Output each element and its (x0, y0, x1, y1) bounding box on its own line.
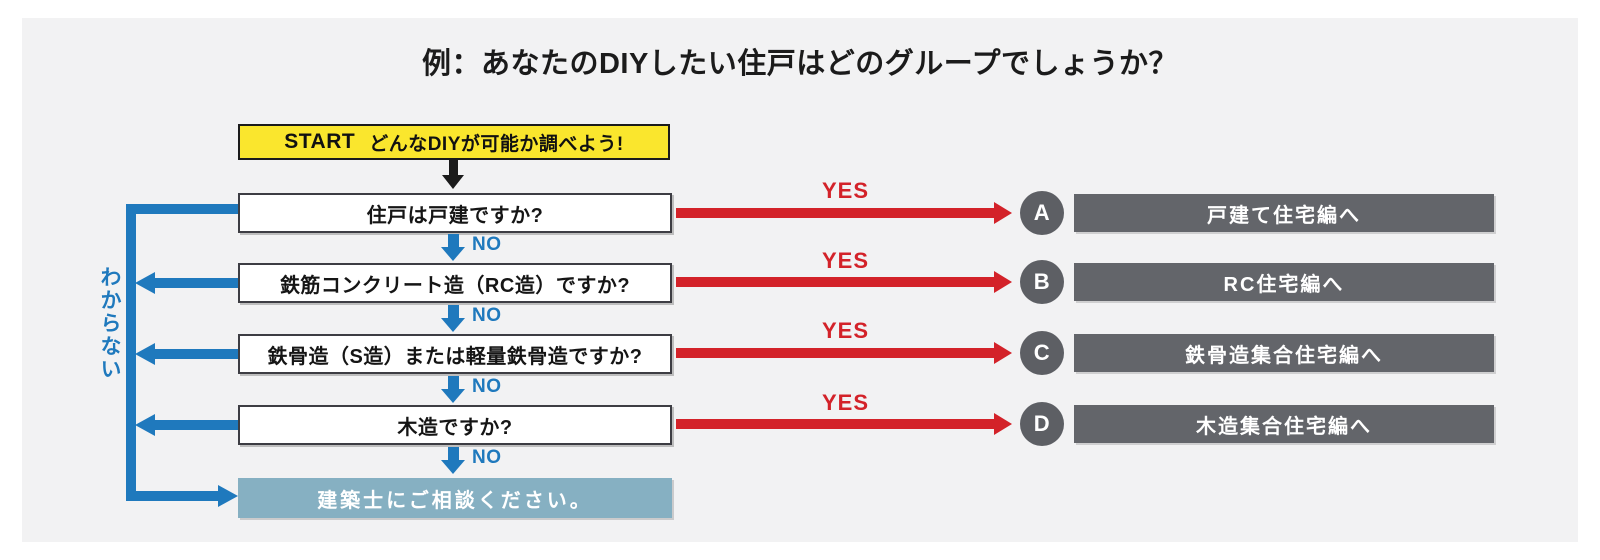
unknown-path-top-segment (126, 204, 238, 214)
result-bar-a[interactable]: 戸建て住宅編へ (1074, 194, 1494, 232)
unknown-return-head-icon-3 (135, 343, 155, 365)
no-label-4: NO (472, 447, 502, 468)
result-bar-text: 戸建て住宅編へ (1207, 204, 1361, 227)
result-bar-d[interactable]: 木造集合住宅編へ (1074, 405, 1494, 443)
question-text: 住戸は戸建ですか? (366, 204, 544, 227)
no-arrow-stem-3 (448, 376, 459, 390)
result-badge-letter: B (1033, 269, 1051, 294)
start-description: どんなDIYが可能か調べよう! (369, 133, 624, 155)
result-badge-letter: A (1033, 200, 1051, 225)
start-arrow-head-icon (442, 175, 464, 189)
question-text: 木造ですか? (397, 416, 513, 439)
result-badge-d: D (1020, 402, 1064, 446)
yes-arrow-head-icon-3 (994, 342, 1012, 364)
no-arrow-stem-1 (448, 234, 459, 248)
yes-arrow-head-icon-1 (994, 202, 1012, 224)
result-badge-b: B (1020, 260, 1064, 304)
unknown-return-head-icon-4 (135, 414, 155, 436)
content-panel: 例：あなたのDIYしたい住戸はどのグループでしょうか？ START どんなDIY… (22, 18, 1578, 542)
no-arrow-head-icon-3 (441, 389, 465, 403)
final-consult-box: 建築士にご相談ください。 (238, 478, 672, 518)
unknown-label: わからない (98, 266, 121, 381)
yes-arrow-stem-3 (676, 348, 998, 358)
yes-arrow-stem-2 (676, 277, 998, 287)
question-box-4[interactable]: 木造ですか? (238, 405, 672, 445)
unknown-path-vertical-segment (126, 204, 136, 501)
unknown-path-bottom-segment (126, 491, 222, 501)
no-arrow-head-icon-4 (441, 460, 465, 474)
question-box-1[interactable]: 住戸は戸建ですか? (238, 193, 672, 233)
question-box-2[interactable]: 鉄筋コンクリート造（RC造）ですか? (238, 263, 672, 303)
no-arrow-stem-2 (448, 305, 459, 319)
start-arrow-stem (449, 160, 458, 177)
yes-arrow-head-icon-4 (994, 413, 1012, 435)
start-badge-label: START (284, 130, 356, 153)
unknown-path-arrow-head-icon (218, 485, 238, 507)
no-label-3: NO (472, 376, 502, 397)
unknown-return-stem-4 (153, 420, 238, 430)
yes-label-4: YES (822, 390, 870, 415)
question-box-3[interactable]: 鉄骨造（S造）または軽量鉄骨造ですか? (238, 334, 672, 374)
unknown-return-stem-3 (153, 349, 238, 359)
final-consult-text: 建築士にご相談ください。 (317, 489, 593, 512)
yes-label-2: YES (822, 248, 870, 273)
unknown-return-stem-2 (153, 278, 238, 288)
yes-label-3: YES (822, 318, 870, 343)
start-box: START どんなDIYが可能か調べよう! (238, 124, 670, 160)
no-arrow-head-icon-1 (441, 247, 465, 261)
result-bar-text: 鉄骨造集合住宅編へ (1185, 344, 1383, 367)
yes-arrow-stem-1 (676, 208, 998, 218)
question-text: 鉄骨造（S造）または軽量鉄骨造ですか? (267, 345, 643, 368)
result-bar-b[interactable]: RC住宅編へ (1074, 263, 1494, 301)
no-arrow-stem-4 (448, 447, 459, 461)
yes-arrow-stem-4 (676, 419, 998, 429)
result-badge-letter: D (1033, 411, 1051, 436)
result-bar-text: 木造集合住宅編へ (1196, 415, 1372, 438)
result-bar-text: RC住宅編へ (1223, 273, 1345, 296)
no-label-1: NO (472, 234, 502, 255)
result-badge-c: C (1020, 331, 1064, 375)
unknown-return-head-icon-2 (135, 272, 155, 294)
yes-label-1: YES (822, 178, 870, 203)
no-arrow-head-icon-2 (441, 318, 465, 332)
no-label-2: NO (472, 305, 502, 326)
question-text: 鉄筋コンクリート造（RC造）ですか? (279, 274, 631, 297)
result-bar-c[interactable]: 鉄骨造集合住宅編へ (1074, 334, 1494, 372)
page-title: 例：あなたのDIYしたい住戸はどのグループでしょうか？ (421, 48, 1179, 80)
result-badge-a: A (1020, 191, 1064, 235)
result-badge-letter: C (1033, 340, 1051, 365)
yes-arrow-head-icon-2 (994, 271, 1012, 293)
